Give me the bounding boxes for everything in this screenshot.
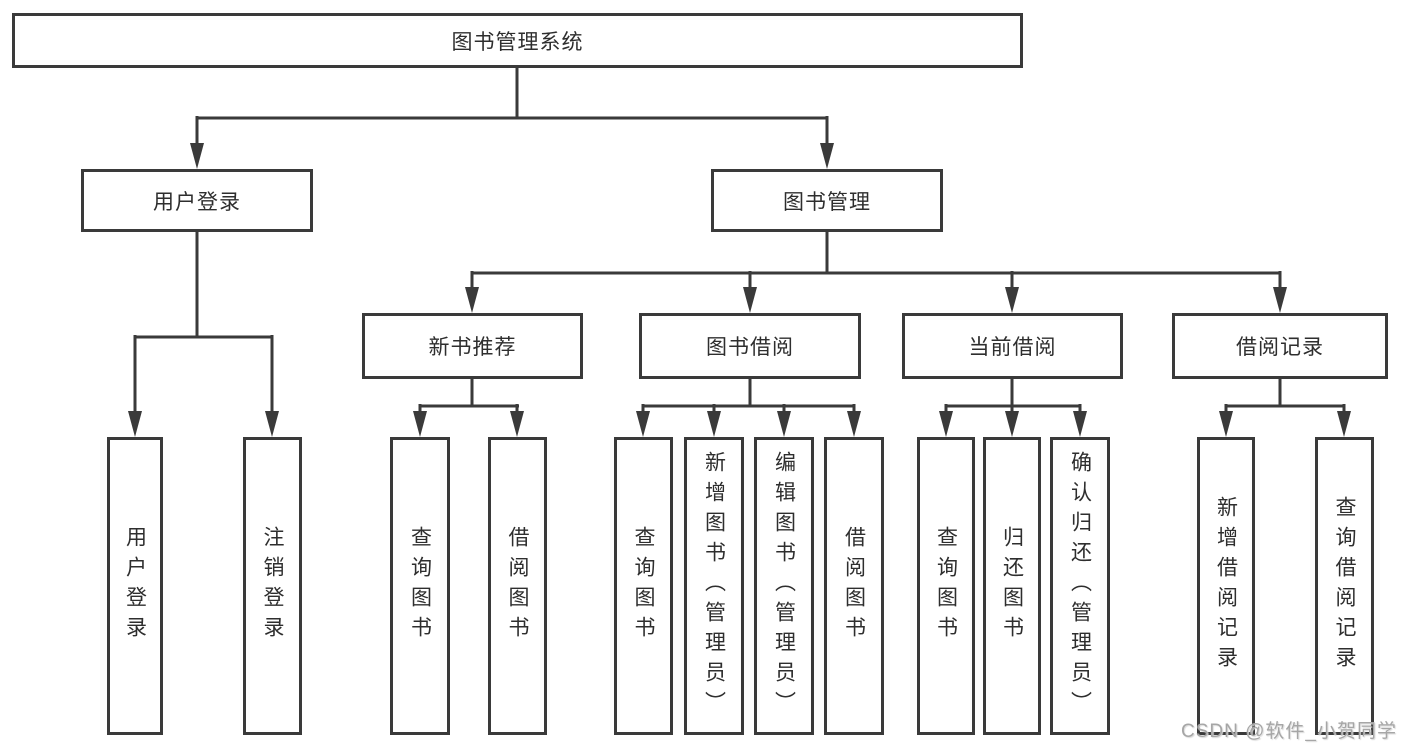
leaf-confirm-return-admin: 确认归还（管理员） xyxy=(1050,437,1110,735)
node-book-borrow: 图书借阅 xyxy=(639,313,861,379)
node-root-system: 图书管理系统 xyxy=(12,13,1023,68)
leaf-user-login: 用户登录 xyxy=(107,437,163,735)
leaf-logout: 注销登录 xyxy=(243,437,302,735)
leaf-edit-books-admin: 编辑图书（管理员） xyxy=(754,437,814,735)
connector-book-borrow-children xyxy=(636,377,861,437)
connector-new-book-children xyxy=(413,377,524,437)
leaf-query-books-current: 查询图书 xyxy=(917,437,975,735)
leaf-add-books-admin: 新增图书（管理员） xyxy=(684,437,744,735)
node-book-management: 图书管理 xyxy=(711,169,943,232)
leaf-query-books-recommend: 查询图书 xyxy=(390,437,450,735)
leaf-borrow-books: 借阅图书 xyxy=(824,437,884,735)
leaf-borrow-books-recommend: 借阅图书 xyxy=(488,437,547,735)
leaf-query-borrow-record: 查询借阅记录 xyxy=(1315,437,1374,735)
node-borrow-records: 借阅记录 xyxy=(1172,313,1388,379)
leaf-return-books: 归还图书 xyxy=(983,437,1041,735)
connector-root-to-level2 xyxy=(190,66,834,169)
connector-borrow-records-children xyxy=(1219,377,1351,437)
watermark: CSDN @软件_小贺同学 xyxy=(1181,721,1397,742)
leaf-add-borrow-record: 新增借阅记录 xyxy=(1197,437,1255,735)
node-current-borrow: 当前借阅 xyxy=(902,313,1123,379)
node-new-book-recommend: 新书推荐 xyxy=(362,313,583,379)
node-user-login-group: 用户登录 xyxy=(81,169,313,232)
connector-user-login-children xyxy=(128,230,279,437)
connector-current-borrow-children xyxy=(939,377,1087,437)
connector-book-mgmt-to-level3 xyxy=(465,230,1287,313)
leaf-query-books-borrow: 查询图书 xyxy=(614,437,673,735)
